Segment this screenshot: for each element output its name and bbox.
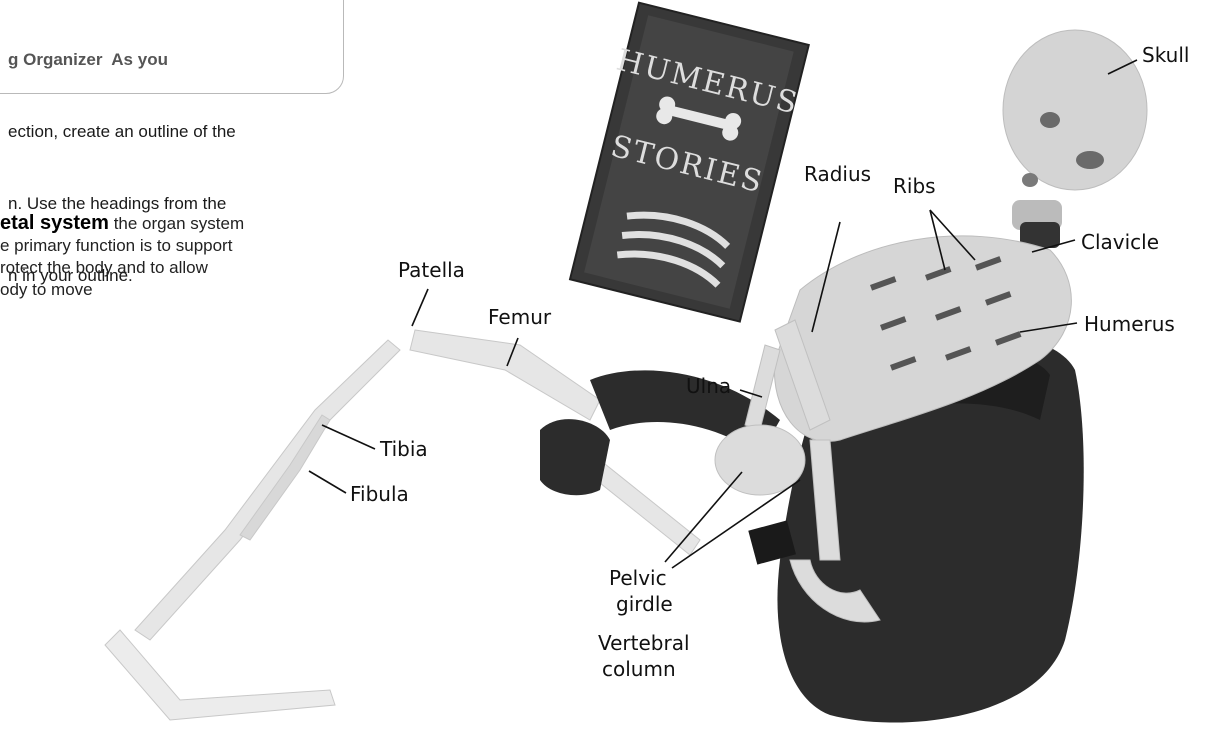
label-ulna: Ulna <box>686 375 731 397</box>
label-skull: Skull <box>1142 44 1189 66</box>
label-pelvic-line2: girdle <box>616 593 673 615</box>
label-pelvic-line1: Pelvic <box>609 567 667 589</box>
label-fibula: Fibula <box>350 483 409 505</box>
label-vertebral-line2: column <box>602 658 676 680</box>
label-clavicle: Clavicle <box>1081 231 1159 253</box>
label-radius: Radius <box>804 163 871 185</box>
label-humerus: Humerus <box>1084 313 1175 335</box>
label-patella: Patella <box>398 259 465 281</box>
skull <box>1003 30 1147 248</box>
label-vertebral-line1: Vertebral <box>598 632 690 654</box>
book: HUMERUS STORIES <box>563 1 813 323</box>
label-femur: Femur <box>488 306 551 328</box>
label-tibia: Tibia <box>380 438 428 460</box>
label-ribs: Ribs <box>893 175 936 197</box>
